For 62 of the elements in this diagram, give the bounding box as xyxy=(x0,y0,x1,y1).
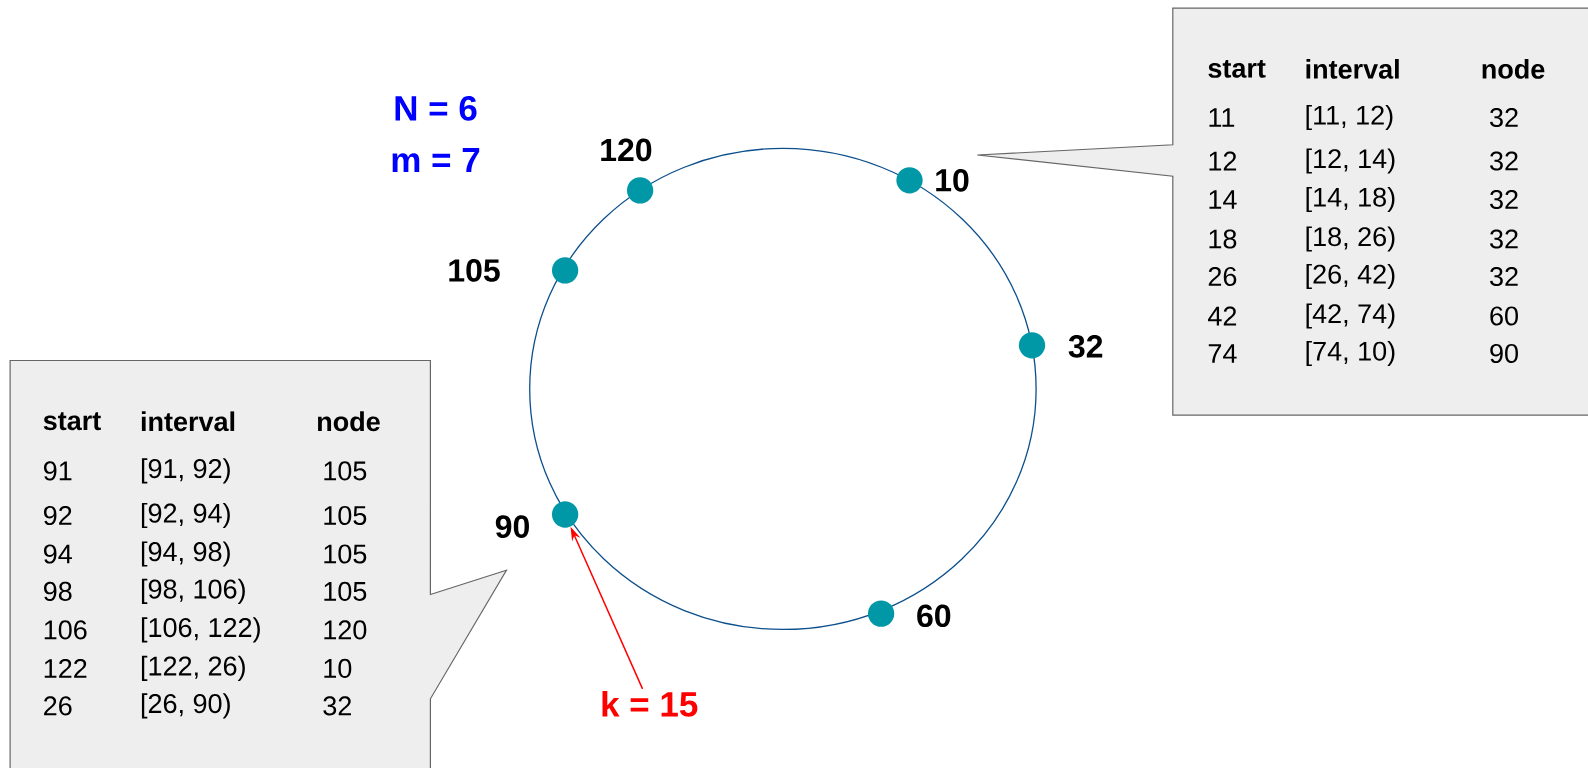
table-cell: [42, 74) xyxy=(1306,303,1395,329)
node-id-label: 120 xyxy=(601,138,652,162)
node-dot xyxy=(551,501,579,528)
node-dot xyxy=(867,600,895,627)
table-cell: [26, 42) xyxy=(1306,263,1395,290)
table-cell: 32 xyxy=(1490,189,1518,210)
table-cell: 32 xyxy=(1490,266,1518,287)
table-cell: [18, 26) xyxy=(1306,226,1395,252)
table-cell: 105 xyxy=(324,581,367,601)
table-cell: 32 xyxy=(323,696,351,716)
table-cell: 74 xyxy=(1208,344,1237,363)
table-cell: 90 xyxy=(1490,343,1518,364)
table-cell: [106, 122) xyxy=(141,617,260,643)
parameter-label: N = 6 xyxy=(395,96,477,121)
node-dot xyxy=(896,167,923,194)
node-id-label: 90 xyxy=(495,515,529,538)
table-cell: 105 xyxy=(324,505,367,526)
table-cell: 120 xyxy=(324,620,367,640)
table-cell: 26 xyxy=(44,696,72,716)
table-cell: 32 xyxy=(1490,107,1518,128)
table-cell: 18 xyxy=(1209,229,1237,249)
key-label: k = 15 xyxy=(602,691,698,717)
table-header: interval xyxy=(1306,59,1399,79)
table-cell: 105 xyxy=(324,544,367,564)
parameter-label: m = 7 xyxy=(392,147,480,173)
table-cell: 32 xyxy=(1490,229,1518,249)
table-cell: 42 xyxy=(1208,306,1237,326)
table-cell: 26 xyxy=(1208,266,1237,287)
table-header: interval xyxy=(141,411,235,432)
table-cell: [98, 106) xyxy=(141,578,245,604)
node-id-label: 60 xyxy=(917,604,951,628)
table-cell: 32 xyxy=(1490,151,1518,171)
table-cell: 122 xyxy=(44,658,87,678)
table-cell: 12 xyxy=(1209,151,1237,171)
table-cell: [94, 98) xyxy=(141,541,230,567)
table-cell: [91, 92) xyxy=(141,458,230,484)
node-dot xyxy=(626,177,654,204)
table-cell: [11, 12) xyxy=(1306,104,1393,131)
table-cell: [122, 26) xyxy=(141,655,245,681)
table-header: start xyxy=(43,412,101,431)
node-id-label: 10 xyxy=(936,169,969,192)
table-cell: 94 xyxy=(44,544,72,564)
table-cell: 92 xyxy=(44,505,72,526)
table-cell: [92, 94) xyxy=(141,502,230,529)
node-dot xyxy=(1018,332,1046,359)
table-header: node xyxy=(318,411,380,432)
table-cell: 10 xyxy=(324,658,352,678)
node-id-label: 32 xyxy=(1068,335,1103,358)
table-cell: 98 xyxy=(44,581,72,601)
table-cell: 91 xyxy=(44,461,72,481)
table-cell: 14 xyxy=(1209,190,1237,209)
table-header: node xyxy=(1482,59,1545,79)
table-cell: 11 xyxy=(1209,108,1235,127)
table-cell: 105 xyxy=(324,461,367,481)
table-header: start xyxy=(1208,59,1266,78)
node-id-label: 105 xyxy=(449,259,500,282)
table-cell: [12, 14) xyxy=(1306,148,1395,174)
table-cell: [26, 90) xyxy=(141,693,230,719)
table-cell: 106 xyxy=(44,620,87,640)
table-cell: [74, 10) xyxy=(1306,340,1395,367)
table-cell: 60 xyxy=(1490,306,1518,326)
table-cell: [14, 18) xyxy=(1306,186,1395,213)
